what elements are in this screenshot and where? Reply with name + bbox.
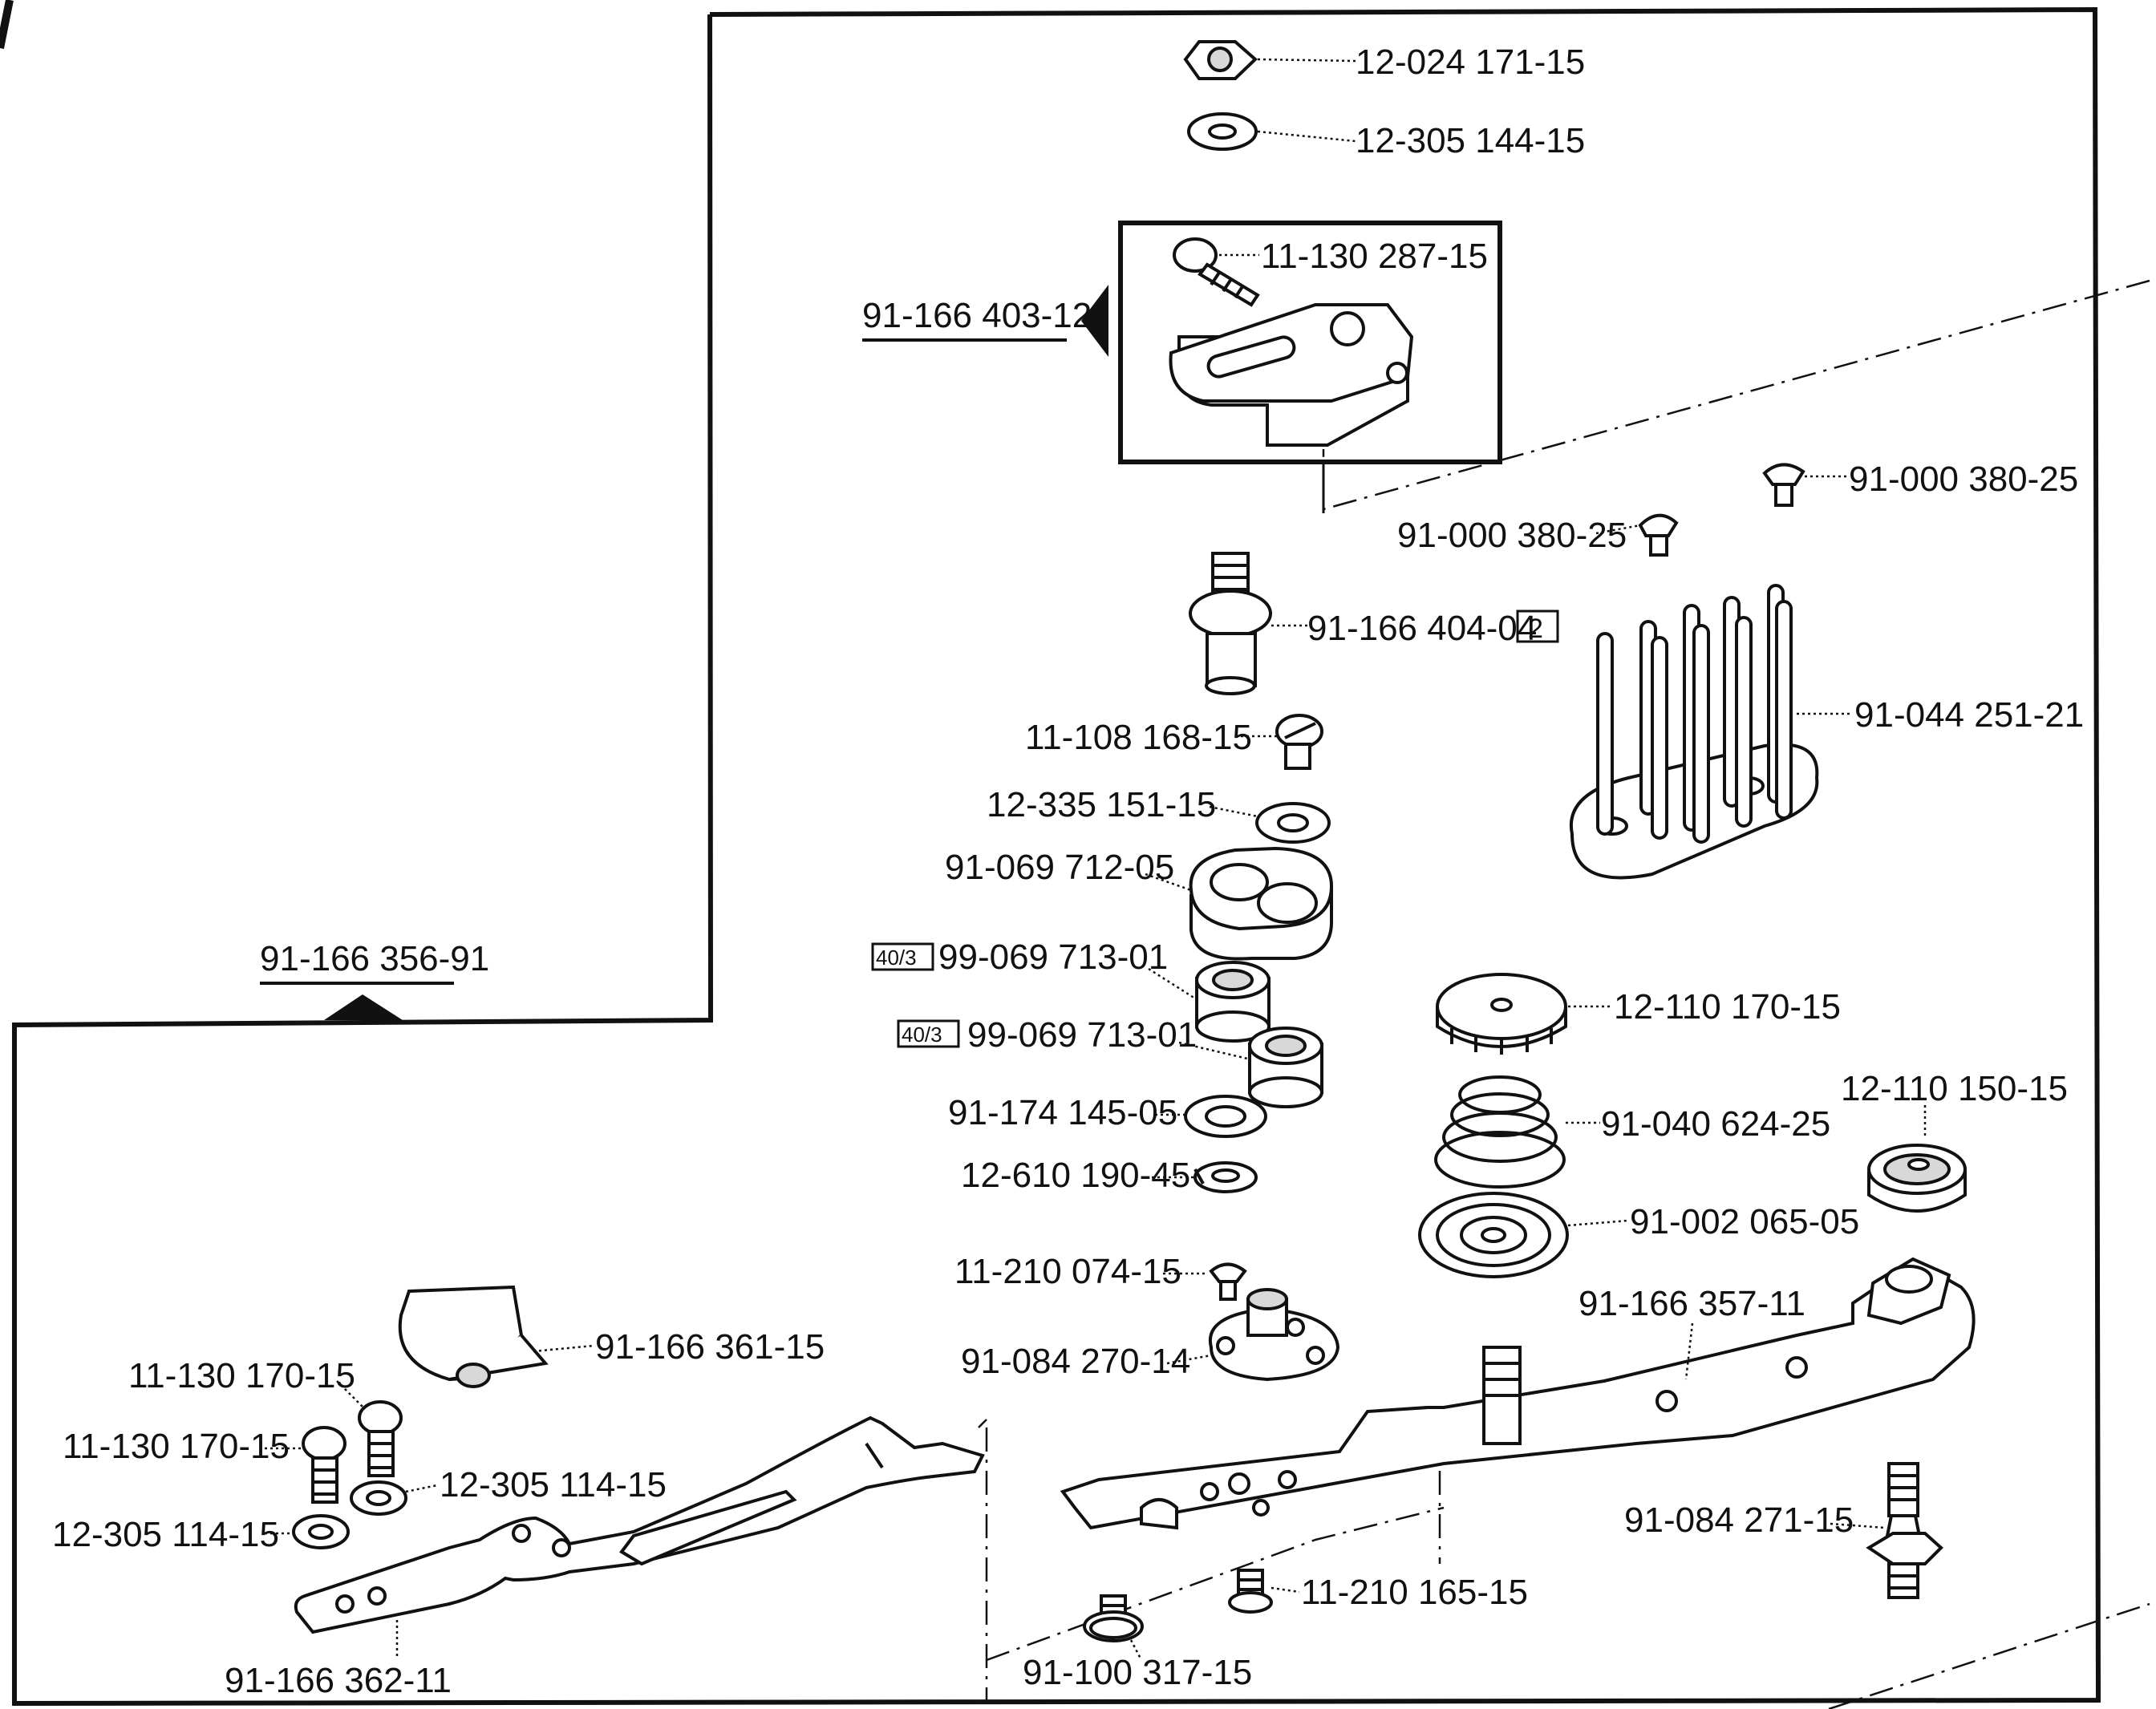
lever-arm-right-icon [1060, 1257, 1976, 1530]
frame-corner-mark [0, 0, 14, 49]
callout-label: 12-024 171-15 [1356, 43, 1585, 82]
callout-label: 91-000 380-25 [1849, 460, 2078, 499]
callout-label: 91-174 145-05 [948, 1093, 1177, 1132]
socket-screw-icon [1173, 237, 1260, 307]
callout-label: 12-110 150-15 [1841, 1069, 2068, 1108]
page-ref-label: 40/3 [876, 946, 917, 970]
callout-label: 91-044 251-21 [1854, 695, 2084, 735]
callout-label: 91-084 270-14 [961, 1342, 1190, 1381]
dished-washer-icon [1418, 1192, 1569, 1278]
callout-label: 91-040 624-25 [1601, 1104, 1830, 1144]
callout-label: 11-130 287-15 [1261, 237, 1488, 276]
knurled-nut-icon [1436, 973, 1567, 1055]
qty-badge-box [1516, 609, 1559, 643]
callout-label: 11-108 168-15 [1025, 718, 1252, 757]
slotted-screw-icon [1275, 714, 1323, 770]
callout-label: 12-610 190-45 [961, 1156, 1190, 1195]
countersunk-screw-icon [1638, 513, 1679, 557]
leader-line [1257, 58, 1356, 63]
lock-washer-icon [1194, 1161, 1258, 1193]
callout-label: 12-305 114-15 [440, 1465, 667, 1504]
spring-clip-icon [398, 1285, 549, 1388]
leader-line [1148, 967, 1196, 1000]
threaded-stud-icon [1189, 552, 1272, 695]
leader-line [1129, 1639, 1142, 1659]
leader-line [405, 1484, 438, 1493]
callout-label: 99-069 713-01 [938, 938, 1168, 977]
flange-nut-icon [1208, 1288, 1340, 1382]
callout-label: 91-166 404-04 [1307, 609, 1537, 648]
callout-label: 11-210 074-15 [954, 1252, 1181, 1291]
assembly-axis-line [978, 1419, 987, 1428]
page-ref-label: 40/3 [902, 1023, 942, 1047]
callout-label: 91-166 361-15 [595, 1327, 825, 1367]
pointer-triangle-icon [1081, 285, 1108, 357]
assembly-axis-line [986, 1506, 1445, 1662]
leader-line [1209, 805, 1258, 818]
bracket-part-icon [1169, 303, 1414, 447]
callout-label: 91-166 357-11 [1578, 1284, 1805, 1323]
page-ref-box [871, 942, 934, 971]
socket-screw-icon [302, 1426, 346, 1504]
shoulder-screw-icon [1083, 1594, 1144, 1642]
callout-label: 12-305 114-15 [52, 1515, 279, 1554]
page-ref-box [897, 1019, 960, 1048]
callout-label: 11-210 165-15 [1301, 1573, 1528, 1612]
callout-label: 91-069 712-05 [945, 848, 1174, 887]
callout-label: 12-335 151-15 [987, 785, 1216, 824]
needle-bearing-icon [1248, 1027, 1323, 1108]
spring-icon [1434, 1075, 1566, 1189]
washer-icon [350, 1480, 407, 1516]
needle-bearing-icon [1195, 961, 1270, 1043]
countersunk-screw-icon [1762, 463, 1805, 507]
callout-label: 12-110 170-15 [1614, 987, 1841, 1027]
washer-icon [292, 1514, 350, 1549]
bracket-box [1118, 221, 1502, 464]
callout-label: 91-084 271-15 [1624, 1500, 1854, 1540]
callout-label: 91-100 317-15 [1023, 1653, 1252, 1692]
socket-screw-icon [358, 1400, 403, 1477]
pointer-triangle-icon [324, 994, 403, 1020]
qty-badge: 2 [1528, 614, 1543, 644]
leader-line [1166, 1354, 1212, 1365]
washer-icon [1187, 112, 1258, 151]
washer-icon [1184, 1095, 1267, 1138]
callout-label: 11-130 170-15 [63, 1427, 290, 1466]
hex-flange-stud-icon [1866, 1462, 1943, 1599]
link-block-icon [1189, 846, 1334, 961]
lever-arm-left-icon [294, 1415, 985, 1634]
assembly-ref-upper: 91-166 403-12 [862, 296, 1092, 335]
hex-nut-icon [1183, 40, 1258, 80]
callout-label: 91-000 380-25 [1397, 516, 1627, 555]
callout-label: 11-130 170-15 [128, 1356, 355, 1395]
countersunk-screw-icon [1228, 1569, 1273, 1614]
countersunk-screw-icon [1209, 1262, 1247, 1301]
leader-line [533, 1344, 594, 1353]
leader-line [1270, 1586, 1300, 1594]
washer-icon [1255, 802, 1331, 844]
callout-label: 12-305 144-15 [1356, 121, 1585, 160]
callout-label: 91-166 362-11 [225, 1661, 452, 1700]
leader-line [1145, 873, 1192, 892]
assembly-axis-line [1828, 1602, 2150, 1709]
leader-line [336, 1380, 367, 1411]
callout-label: 91-002 065-05 [1630, 1202, 1859, 1241]
leader-line [1178, 1041, 1248, 1060]
leader-line [1257, 130, 1356, 143]
knurled-nut-icon [1867, 1144, 1967, 1213]
leader-line [1830, 1522, 1886, 1529]
callout-label: 99-069 713-01 [967, 1015, 1197, 1055]
frame-outline [12, 6, 2101, 1707]
leader-line [1595, 524, 1641, 535]
assembly-ref-left: 91-166 356-91 [260, 939, 489, 978]
leader-line [1684, 1322, 1694, 1380]
leader-line [1567, 1219, 1629, 1227]
pin-holder-icon [1569, 584, 1819, 880]
